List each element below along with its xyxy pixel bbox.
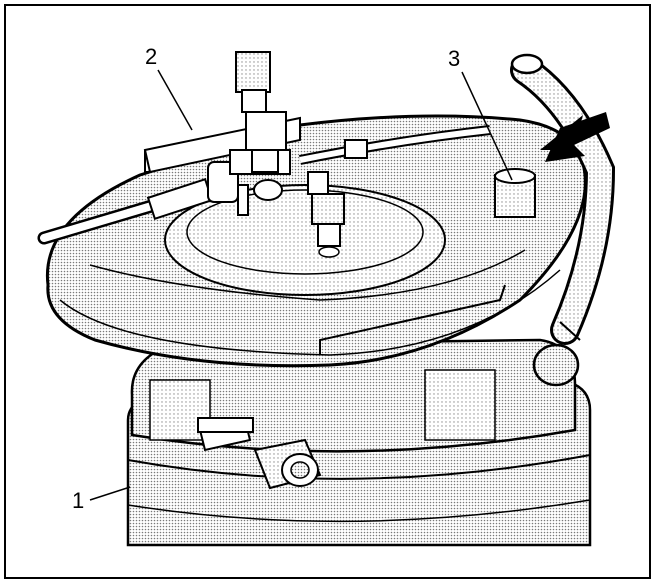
drain-valve bbox=[197, 417, 322, 490]
callout-2: 2 bbox=[145, 44, 157, 69]
lid-valve bbox=[307, 171, 345, 258]
supply-hose bbox=[37, 125, 491, 245]
quick-connect-fitting bbox=[235, 51, 287, 173]
fill-port bbox=[494, 168, 536, 218]
return-hose bbox=[510, 53, 616, 387]
leader-lines bbox=[89, 69, 513, 501]
pump-lid bbox=[45, 114, 587, 368]
callout-1: 1 bbox=[72, 488, 84, 513]
direction-arrow bbox=[540, 112, 610, 162]
callout-3: 3 bbox=[448, 46, 460, 71]
